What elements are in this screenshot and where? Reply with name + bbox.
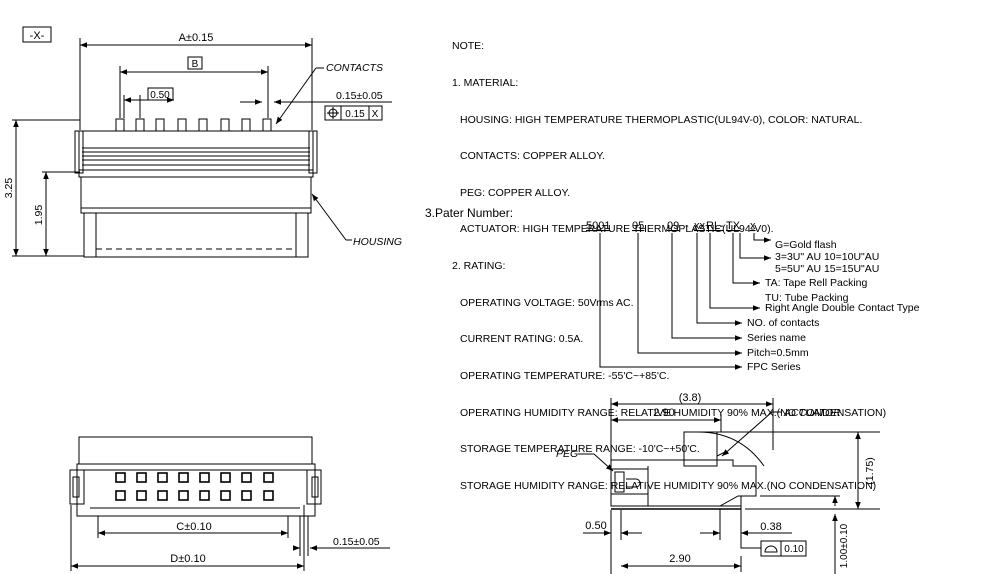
- pn-code-fpc: 5001: [586, 220, 610, 232]
- overall-length-label: (3.8): [679, 392, 702, 404]
- flatness-value: 0.10: [784, 544, 804, 555]
- note-op-humidity: OPERATING HUMIDITY RANGE: RELATIVE HUMID…: [460, 406, 887, 419]
- pitch-box: [147, 87, 174, 101]
- note-actuator: ACTUATOR: HIGH TEMPERATURE THERMOPLASTIC…: [460, 223, 774, 236]
- part-number-title: 3.Pater Number:: [425, 206, 514, 220]
- actuator-callout: ACTUATOR: [783, 407, 841, 419]
- front-peg-right: [295, 212, 309, 258]
- lead-offset-label: 0.38: [760, 521, 781, 533]
- depth-top-label: 2.90: [653, 407, 674, 419]
- dim-c-label: C±0.10: [176, 521, 211, 533]
- dim-b-box: [187, 56, 203, 70]
- side-view: (3.8) 2.90 ACTUATOR: [556, 392, 880, 574]
- position-tol-value: 0.15: [345, 109, 365, 120]
- pn-legend-series: Series name: [747, 332, 806, 344]
- pn-legend-tube: TU: Tube Packing: [765, 292, 849, 304]
- height-body-label: 1.95: [33, 205, 45, 226]
- profile-symbol-icon: [764, 545, 778, 553]
- contact-width-label: 0.15±0.05: [336, 90, 383, 102]
- part-number-diagram: 5001 05 09 - xx RL- TX x G=Gold flash 3=…: [586, 220, 920, 373]
- bottom-view: C±0.10 D±0.10 0.15±0.05: [69, 436, 390, 571]
- note-st-humidity: STORAGE HUMIDITY RANGE: RELATIVE HUMIDIT…: [460, 479, 877, 492]
- actuator-curve: [697, 431, 765, 467]
- pn-legend-gold: G=Gold flash: [775, 239, 837, 251]
- side-peg-slot: [614, 471, 625, 493]
- note-peg: PEG: COPPER ALLOY.: [460, 186, 571, 199]
- note-op-temp: OPERATING TEMPERATURE: -55'C~+85'C.: [460, 369, 670, 382]
- pn-legend-3u: 3=3U" AU 10=10U"AU: [775, 251, 879, 263]
- bottom-contact-pads: [115, 472, 274, 501]
- note-rating-title: 2. RATING:: [452, 260, 506, 273]
- note-voltage: OPERATING VOLTAGE: 50Vrms AC.: [460, 296, 634, 309]
- side-body-outline: [610, 459, 757, 507]
- note-contacts: CONTACTS: COPPER ALLOY.: [460, 150, 605, 163]
- pn-legend-contacts: NO. of contacts: [747, 317, 819, 329]
- pn-legend-pitch: Pitch=0.5mm: [747, 347, 809, 359]
- pn-legend-type: Right Angle Double Contact Type: [765, 302, 920, 314]
- peg-offset-label: 0.50: [585, 520, 606, 532]
- note-heading: NOTE:: [452, 40, 485, 53]
- pn-legend-5u: 5=5U" AU 15=15U"AU: [775, 263, 879, 275]
- bottom-peg-left: [69, 469, 85, 505]
- front-contacts: [115, 118, 272, 132]
- position-datum: X: [372, 109, 379, 120]
- position-tolerance-frame: [324, 105, 383, 121]
- bottom-housing-top: [78, 436, 313, 465]
- peg-callout: PEG: [556, 448, 578, 460]
- datum-box: [22, 26, 52, 43]
- pn-code-contacts: xx: [694, 220, 706, 232]
- housing-callout: HOUSING: [353, 236, 402, 248]
- height-total-label: 3.25: [3, 178, 15, 199]
- note-material-title: 1. MATERIAL:: [452, 77, 519, 90]
- note-housing: HOUSING: HIGH TEMPERATURE THERMOPLASTIC(…: [460, 113, 863, 126]
- notes-block: NOTE: 1. MATERIAL: HOUSING: HIGH TEMPERA…: [452, 16, 886, 516]
- front-view: -X- A±0.15 B 0.50 0.15±0.05: [3, 26, 402, 258]
- pn-code-packing: TX: [726, 220, 741, 232]
- front-peg-left: [83, 212, 97, 258]
- datum-label: -X-: [30, 30, 45, 42]
- pn-code-pitch: 05: [632, 220, 644, 232]
- depth-bottom-label: 2.90: [669, 553, 690, 565]
- actuator-body: [683, 431, 718, 467]
- height-ref-label: (1.75): [864, 457, 876, 484]
- dim-a-label: A±0.15: [179, 32, 214, 44]
- thickness-label: 1.00±0.10: [839, 523, 850, 568]
- dim-b-label: B: [192, 59, 199, 70]
- pn-code-dash: -: [685, 220, 689, 232]
- contacts-callout: CONTACTS: [326, 62, 383, 74]
- pn-code-type: RL-: [706, 220, 724, 232]
- bottom-housing-body: [76, 463, 316, 517]
- pn-code-series: 09: [667, 220, 679, 232]
- pitch-label: 0.50: [150, 90, 170, 101]
- pn-code-plating: x: [750, 220, 756, 232]
- pad-width-label: 0.15±0.05: [333, 536, 380, 548]
- dim-d-label: D±0.10: [170, 553, 205, 565]
- pn-legend-tape: TA: Tape Rell Packing: [765, 277, 867, 289]
- note-current: CURRENT RATING: 0.5A.: [460, 333, 584, 346]
- bottom-peg-right: [306, 469, 322, 505]
- pn-legend-fpc: FPC Series: [747, 361, 801, 373]
